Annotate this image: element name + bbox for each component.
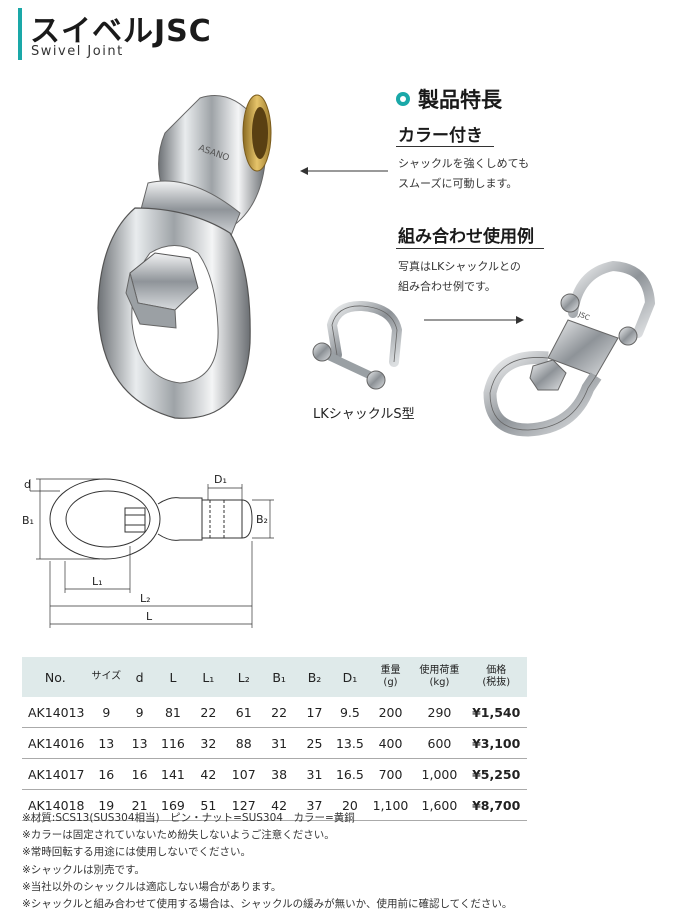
col-header-weight: 重量 (g) — [367, 657, 414, 697]
col-header-b1: B₁ — [261, 657, 297, 697]
collar-description: シャックルを強くしめても スムーズに可動します。 — [398, 157, 530, 190]
col-header-d1: D₁ — [332, 657, 368, 697]
col-header-load: 使用荷重 (kg) — [413, 657, 466, 697]
notes: ※材質:SCS13(SUS304相当) ピン・ナット=SUS304 カラー=黄銅… — [22, 810, 512, 913]
col-header-l: L — [155, 657, 191, 697]
note-item: ※当社以外のシャックルは適応しない場合があります。 — [22, 880, 282, 893]
col-header-size: サイズ — [88, 657, 125, 697]
lk-shackle-label: LKシャックルS型 — [313, 407, 415, 422]
collar-arrow — [300, 167, 388, 175]
col-header-no: No. — [22, 657, 89, 697]
note-item: ※材質:SCS13(SUS304相当) ピン・ナット=SUS304 カラー=黄銅 — [22, 812, 355, 824]
combo-description: 写真はLKシャックルとの 組み合わせ例です。 — [398, 260, 521, 293]
dim-label-d1: D₁ — [214, 473, 227, 486]
dim-label-l1: L₁ — [92, 575, 103, 588]
product-photo: ASANO — [97, 94, 272, 419]
dim-label-d: d — [24, 478, 31, 491]
combo-title-underline — [396, 248, 544, 249]
col-header-l2: L₂ — [226, 657, 262, 697]
col-header-b2: B₂ — [296, 657, 333, 697]
note-item: ※カラーは固定されていないため紛失しないようご注意ください。 — [22, 829, 335, 842]
col-header-price: 価格 (税抜) — [465, 657, 527, 697]
collar-title: カラー付き — [398, 126, 483, 146]
dim-label-l2: L₂ — [140, 592, 151, 605]
combo-title: 組み合わせ使用例 — [398, 227, 534, 247]
dim-label-b2: B₂ — [256, 513, 268, 526]
combo-arrow — [424, 316, 524, 324]
dimension-diagram: d B₁ B₂ D₁ L₁ L₂ L — [22, 473, 274, 628]
page-subtitle: Swivel Joint — [31, 44, 124, 59]
col-header-d: d — [124, 657, 156, 697]
note-item: ※シャックルと組み合わせて使用する場合は、シャックルの緩みが無いか、使用前に確認… — [22, 898, 513, 911]
note-item: ※常時回転する用途には使用しないでください。 — [22, 846, 251, 859]
title-accent-bar — [18, 8, 22, 60]
features-heading: 製品特長 — [396, 84, 502, 114]
bullet-dot-icon — [396, 92, 410, 106]
spec-table-header: No. サイズ d L L₁ L₂ B₁ B₂ D₁ 重量 (g) 使用荷重 (… — [22, 657, 527, 697]
features-heading-text: 製品特長 — [418, 88, 502, 112]
spec-table: No. サイズ d L L₁ L₂ B₁ B₂ D₁ 重量 (g) 使用荷重 (… — [22, 657, 527, 821]
combo-engraving: JSC — [576, 310, 591, 322]
lk-shackle-photo — [312, 300, 403, 390]
dim-label-l: L — [146, 610, 153, 623]
dim-label-b1: B₁ — [22, 514, 34, 527]
collar-title-underline — [396, 146, 494, 147]
col-header-l1: L₁ — [190, 657, 227, 697]
combo-photo: JSC — [483, 260, 656, 437]
page-title: スイベルJSC — [30, 14, 212, 49]
note-item: ※シャックルは別売です。 — [22, 863, 145, 876]
